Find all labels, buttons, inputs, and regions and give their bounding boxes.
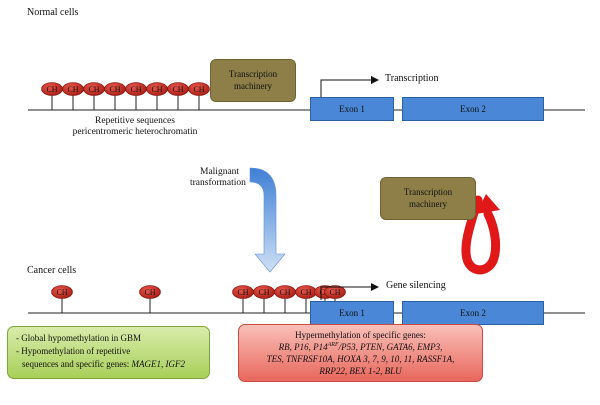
cancer-methyl-5-label: CH <box>279 288 290 297</box>
cancer-cells-title: Cancer cells <box>27 265 77 276</box>
cancer-methyl-2-bead <box>139 285 161 299</box>
cancer-exon-2: Exon 2 <box>402 301 544 325</box>
cancer-methyl-6-label: CH <box>300 288 311 297</box>
cancer-methyl-8-bead <box>324 285 346 299</box>
hypermethylation-heading: Hypermethylation of specific genes: <box>295 330 426 340</box>
normal-methyl-5-label: CH <box>130 85 141 94</box>
malignant-line1: Malignant <box>200 167 240 177</box>
cancer-exon-1: Exon 1 <box>310 301 394 325</box>
normal-machinery-line2: machinery <box>234 80 272 91</box>
cancer-methyl-4-label: CH <box>258 288 269 297</box>
normal-methyl-group: CH CH CH CH CH CH CH CH <box>41 82 210 110</box>
hypomethylation-line3: sequences and specific genes: MAGE1, IGF… <box>16 358 201 371</box>
repetitive-line2: pericentromeric heterochromatin <box>72 127 198 138</box>
repetitive-sequences-label: Repetitive sequences pericentromeric het… <box>60 116 210 139</box>
cancer-methyl-2: CH <box>139 285 161 313</box>
normal-methyl-1-label: CH <box>46 85 57 94</box>
normal-exon-1: Exon 1 <box>310 97 394 121</box>
hypermethylation-line1-rest: /P53, PTEN, GATA6, EMP3, <box>338 342 443 353</box>
cancer-methyl-2-label: CH <box>144 288 155 297</box>
hypermethylation-arf-superscript: ARF <box>327 342 339 349</box>
cancer-methyl-5: CH <box>274 285 296 313</box>
cancer-methyl-1-label: CH <box>56 288 67 297</box>
normal-methyl-8: CH <box>188 82 210 110</box>
normal-cells-title: Normal cells <box>27 7 79 18</box>
normal-methyl-4: CH <box>104 82 126 110</box>
normal-methyl-4-label: CH <box>109 85 120 94</box>
cancer-methyl-3: CH <box>232 285 254 313</box>
gene-silencing-label: Gene silencing <box>386 280 446 291</box>
normal-methyl-2-label: CH <box>67 85 78 94</box>
normal-methyl-1: CH <box>41 82 63 110</box>
hypermethylation-line1: RB, P16, P14ARF/P53, PTEN, GATA6, EMP3, <box>245 341 476 353</box>
hypermethylation-line1-start: RB, P16, P14 <box>278 342 328 353</box>
hypermethylation-line3: RRP22, BEX 1-2, BLU <box>319 366 402 377</box>
normal-methyl-7: CH <box>167 82 189 110</box>
normal-methyl-8-bead <box>188 82 210 96</box>
cancer-methyl-1: CH <box>51 285 73 313</box>
normal-methyl-6-label: CH <box>151 85 162 94</box>
hypomethylation-genes: MAGE1, IGF2 <box>131 359 185 370</box>
transcription-start-arrow <box>320 76 379 97</box>
hypomethylation-line3-prefix: sequences and specific genes: <box>22 359 132 370</box>
normal-transcription-machinery: Transcription machinery <box>210 59 296 102</box>
normal-methyl-2: CH <box>62 82 84 110</box>
gene-silencing-arrow <box>320 283 379 300</box>
normal-machinery-line1: Transcription <box>228 69 278 80</box>
red-circular-arrow <box>461 194 501 275</box>
malignant-transformation-arrow <box>249 167 286 273</box>
cancer-machinery-line2: machinery <box>409 198 447 209</box>
cancer-methyl-8-label: CH <box>329 288 340 297</box>
cancer-transcription-machinery: Transcription machinery <box>380 177 476 220</box>
normal-methyl-5: CH <box>125 82 147 110</box>
cancer-methyl-1-bead <box>51 285 73 299</box>
cancer-methyl-3-label: CH <box>237 288 248 297</box>
repetitive-line1: Repetitive sequences <box>95 116 175 126</box>
normal-methyl-3: CH <box>83 82 105 110</box>
hypomethylation-line2: - Hypomethylation of repetitive <box>16 346 131 357</box>
cancer-machinery-line1: Transcription <box>403 187 453 198</box>
cancer-methyl-6: CH <box>295 285 317 313</box>
transcription-label: Transcription <box>385 73 439 84</box>
hypomethylation-box: - Global hypomethylation in GBM - Hypome… <box>7 326 210 379</box>
normal-methyl-8-label: CH <box>193 85 204 94</box>
hypermethylation-line2: TES, TNFRSF10A, HOXA 3, 7, 9, 10, 11, RA… <box>266 354 455 365</box>
normal-exon-2: Exon 2 <box>402 97 544 121</box>
hypomethylation-line1: - Global hypomethylation in GBM <box>16 333 141 343</box>
normal-methyl-7-label: CH <box>172 85 183 94</box>
malignant-transformation-label: Malignant transformation <box>190 167 246 190</box>
malignant-line2: transformation <box>190 178 246 189</box>
normal-methyl-6: CH <box>146 82 168 110</box>
cancer-methyl-4: CH <box>253 285 275 313</box>
normal-methyl-3-label: CH <box>88 85 99 94</box>
hypermethylation-box: Hypermethylation of specific genes: RB, … <box>238 324 483 382</box>
